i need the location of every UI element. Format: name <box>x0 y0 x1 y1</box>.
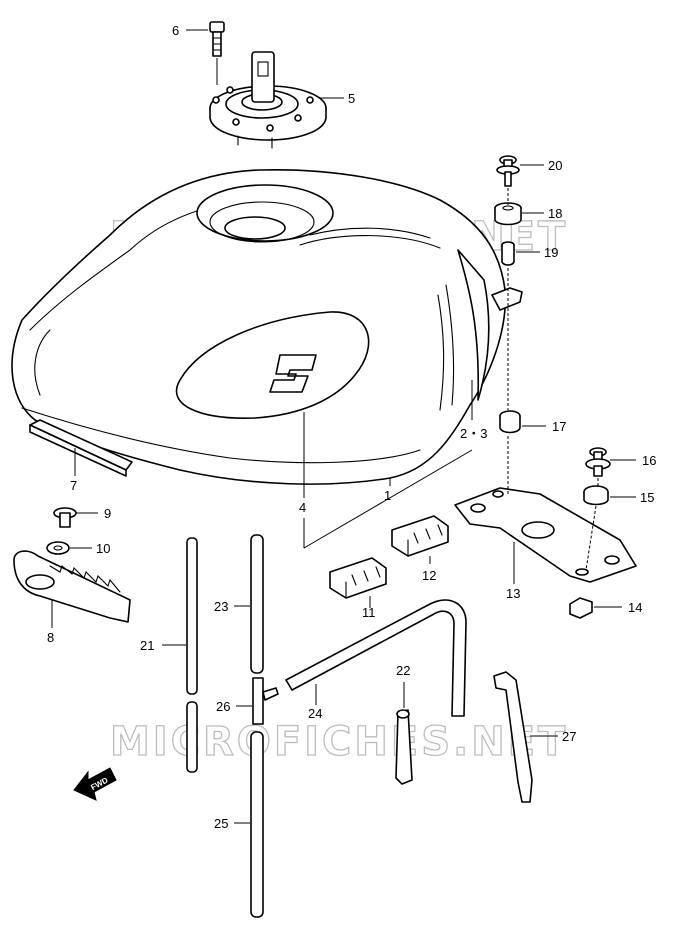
fwd-arrow: FWD <box>73 767 117 801</box>
hose-21 <box>186 537 198 773</box>
heat-protector-8 <box>13 550 131 623</box>
callout-11: 11 <box>362 605 376 620</box>
callout-12: 12 <box>422 568 436 583</box>
callout-19: 19 <box>544 245 558 260</box>
callout-21: 21 <box>140 638 154 653</box>
bolt-6 <box>209 21 225 85</box>
callout-25: 25 <box>214 816 228 831</box>
callout-17: 17 <box>552 419 566 434</box>
joint-26 <box>252 677 279 725</box>
callout-23: 23 <box>214 599 228 614</box>
clamp-22 <box>395 709 413 785</box>
callout-14: 14 <box>628 600 642 615</box>
hose-25 <box>250 731 264 918</box>
callout-numbers: 6 5 20 18 19 2・3 17 16 15 7 1 4 9 10 12 … <box>47 23 656 831</box>
grommet-15 <box>583 485 609 506</box>
hose-23 <box>250 534 264 674</box>
callout-7: 7 <box>70 478 77 493</box>
fuel-tank <box>11 168 523 485</box>
callout-16: 16 <box>642 453 656 468</box>
collar-18 <box>494 202 522 226</box>
cushion-12 <box>391 515 449 557</box>
callout-10: 10 <box>96 541 110 556</box>
callout-6: 6 <box>172 23 179 38</box>
callout-20: 20 <box>548 158 562 173</box>
watermark-bottom: MICROFICHES.NET <box>110 719 568 765</box>
side-recess <box>175 311 370 419</box>
screw-9 <box>53 507 77 528</box>
callout-27: 27 <box>562 729 576 744</box>
hose-24 <box>285 599 467 717</box>
callout-18: 18 <box>548 206 562 221</box>
callout-26: 26 <box>216 699 230 714</box>
washer-10 <box>46 541 70 555</box>
callout-13: 13 <box>506 586 520 601</box>
tank-bracket-13 <box>454 487 637 583</box>
cushion-17 <box>499 410 521 434</box>
nut-14 <box>569 597 593 619</box>
spacer-19 <box>501 241 515 266</box>
tank-emblem <box>269 354 317 393</box>
callout-24: 24 <box>308 706 322 721</box>
hose-27 <box>493 671 533 803</box>
callout-2-3: 2・3 <box>460 426 487 441</box>
callout-9: 9 <box>104 506 111 521</box>
callout-4: 4 <box>299 500 306 515</box>
filler-cap-assembly <box>209 51 327 149</box>
callout-5: 5 <box>348 91 355 106</box>
bolt-20 <box>496 155 520 187</box>
cushion-strip <box>29 419 133 477</box>
tank-side-stripe <box>457 249 490 401</box>
leader-lines <box>51 29 636 824</box>
callout-8: 8 <box>47 630 54 645</box>
callout-1: 1 <box>384 488 391 503</box>
callout-22: 22 <box>396 663 410 678</box>
filler-key <box>251 51 275 103</box>
bolt-16 <box>585 447 611 477</box>
callout-15: 15 <box>640 490 654 505</box>
tank-rear-tab <box>491 287 523 311</box>
cushion-11 <box>329 557 387 599</box>
